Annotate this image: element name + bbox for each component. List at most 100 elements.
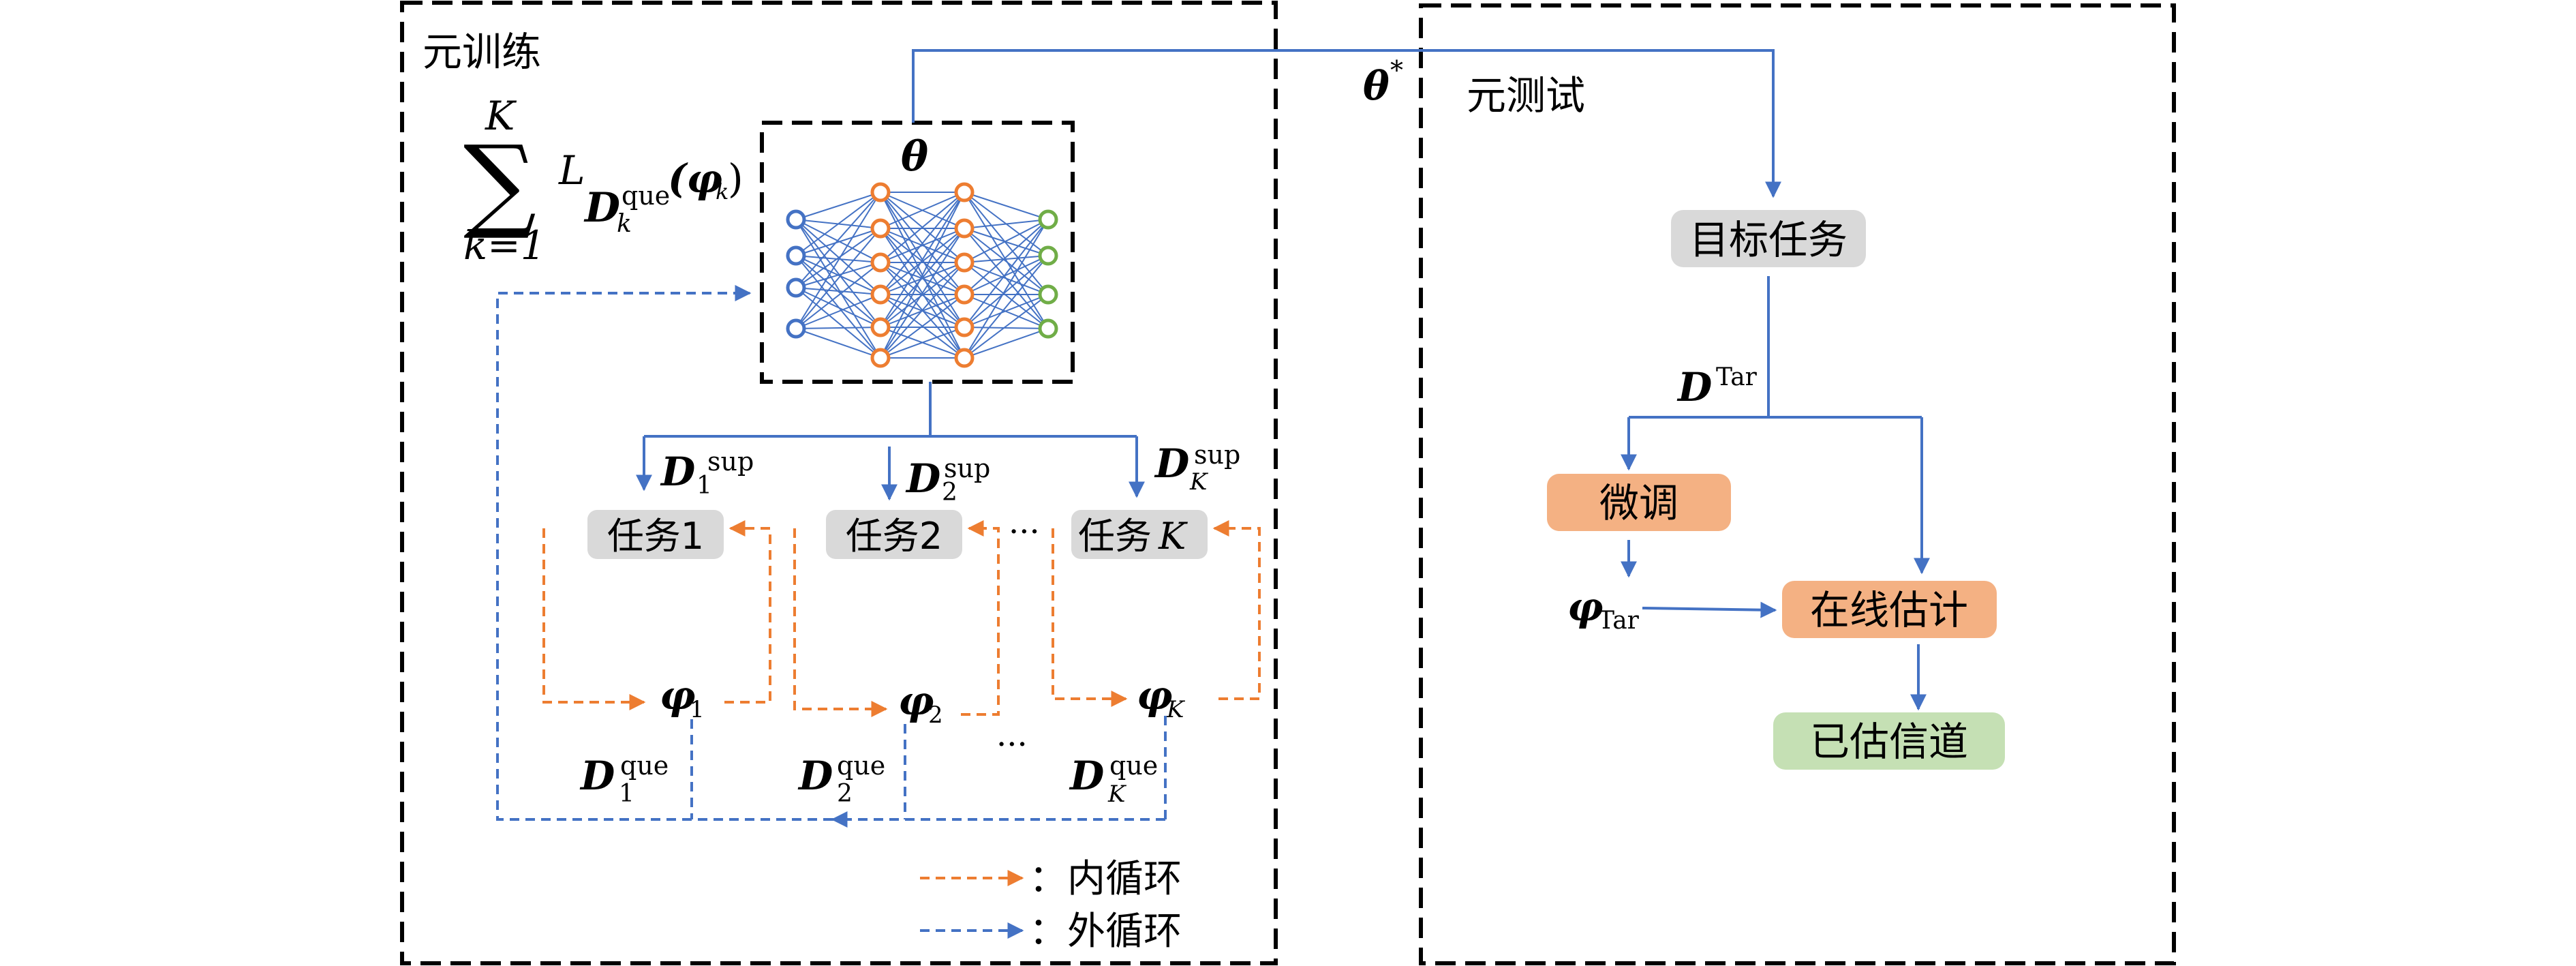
query-K-D: D (1069, 753, 1104, 799)
query-1-sup: que (620, 751, 669, 781)
network-connection (964, 192, 1049, 220)
network-connection (964, 219, 1049, 295)
network-connection (795, 228, 881, 329)
network-connection (964, 219, 1049, 359)
loss-phi: (φ (668, 155, 722, 202)
phi-2-sub: 2 (928, 701, 943, 729)
hidden-neuron (954, 182, 975, 202)
outer-loop (496, 285, 1167, 828)
network-connection (795, 328, 881, 359)
support-label-K: D K sup (1154, 440, 1240, 496)
inner-loop-K (1052, 520, 1261, 707)
phi-tar-label: φ Tar (1567, 584, 1640, 635)
network-connection (880, 192, 965, 328)
network-connection (795, 287, 881, 295)
network-connection (964, 255, 1049, 295)
task-box-2 (826, 510, 962, 559)
network-connection (880, 262, 965, 359)
support-K-D: D (1154, 440, 1189, 487)
network-connection (795, 287, 881, 359)
online-est-label: 在线估计 (1810, 587, 1968, 633)
sum-symbol: ∑ (463, 124, 536, 243)
lower-ellipsis: ··· (996, 725, 1028, 764)
output-neuron (1038, 245, 1058, 266)
hidden-neuron (870, 317, 891, 337)
finetune-box (1547, 474, 1731, 531)
finetune-label: 微调 (1599, 480, 1678, 526)
network-connection (964, 219, 1049, 229)
network-connection (880, 327, 965, 359)
input-neuron (786, 277, 806, 298)
target-task-box (1671, 210, 1866, 267)
loss-D-sup: que (622, 181, 670, 211)
phi-K: φ (1137, 672, 1172, 719)
network-connection (964, 192, 1049, 295)
phi-1: φ (660, 672, 695, 719)
network-connection (880, 262, 965, 328)
input-neuron (786, 245, 806, 266)
hidden-neuron (870, 218, 891, 239)
network-connection (964, 255, 1049, 359)
output-neuron (1038, 284, 1058, 305)
network-connection (880, 192, 965, 229)
network-connection (795, 262, 881, 288)
hidden-neuron (870, 182, 891, 202)
network-connection (964, 327, 1049, 329)
network-connection (880, 228, 965, 263)
network-connection (795, 192, 881, 288)
query-label-1: D 1 que (579, 751, 669, 808)
inner-loop-2 (793, 520, 1000, 717)
support-2-sup: sup (944, 453, 990, 483)
phi-2: φ (898, 678, 934, 724)
task-box-1 (587, 510, 724, 559)
estimated-channel-label: 已估信道 (1810, 719, 1968, 765)
sum-upper-limit: K (485, 93, 517, 139)
query-K-sub: K (1107, 781, 1127, 808)
support-1-sub: 1 (696, 472, 712, 500)
query-1-sub: 1 (619, 780, 634, 808)
network-connection (795, 287, 881, 328)
network-connection (795, 219, 881, 359)
network-connection (795, 192, 881, 329)
network-connection (880, 192, 965, 359)
network-connection (795, 192, 881, 220)
inner-loop-1 (542, 520, 771, 710)
task-ellipsis: ··· (1009, 513, 1040, 551)
hidden-neuron (954, 218, 975, 239)
network-connection (795, 228, 881, 256)
phi-K-sub: K (1166, 696, 1186, 723)
query-K-sup: que (1109, 751, 1158, 781)
network-connection (964, 255, 1049, 328)
loss-phi-sub: k (716, 179, 729, 205)
network-connection (964, 192, 1049, 329)
input-neuron (786, 318, 806, 339)
support-K-sub: K (1189, 468, 1209, 496)
hidden-neuron (870, 252, 891, 273)
network-connection (795, 228, 881, 288)
d-tar-D: D (1676, 364, 1712, 410)
online-est-box (1782, 581, 1997, 638)
legend-inner-label: ：内循环 (1029, 857, 1182, 901)
network-connection (964, 219, 1049, 263)
loss-L: L (558, 147, 585, 194)
network-connection (795, 294, 881, 329)
hidden-neuron (870, 348, 891, 368)
network-connection (795, 219, 881, 295)
network-connection (795, 192, 881, 256)
meta-test-label: 元测试 (1467, 72, 1585, 119)
network-connection (880, 228, 965, 328)
sum-lower-limit: k=1 (463, 222, 546, 269)
hidden-neuron (954, 252, 975, 273)
support-label-2: D 2 sup (905, 453, 990, 507)
theta-star-sup: * (1390, 55, 1403, 85)
network-connection (795, 219, 881, 328)
query-2-D: D (797, 753, 833, 799)
meta-train-panel (400, 1, 1278, 965)
network-connection (964, 255, 1049, 263)
network-connection (964, 262, 1049, 329)
target-task-label: 目标任务 (1689, 217, 1847, 263)
network-connection (964, 219, 1049, 328)
support-1-D: D (660, 449, 695, 495)
loss-close: ) (728, 155, 743, 202)
network-connection (880, 294, 965, 359)
